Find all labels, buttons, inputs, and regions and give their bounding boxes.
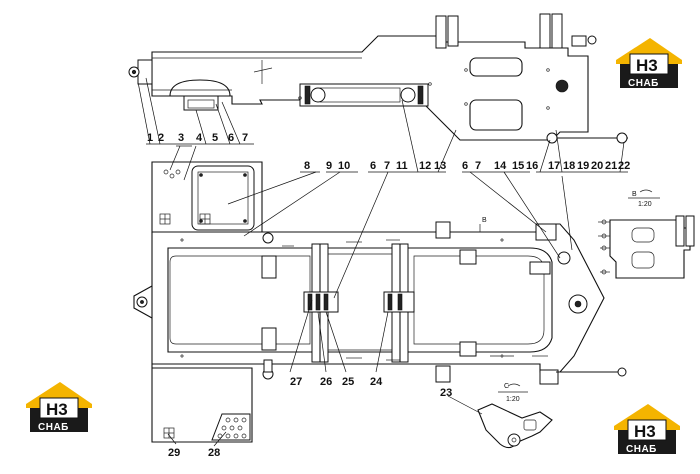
- callout-11: 11: [396, 160, 408, 172]
- callout-24: 24: [370, 376, 383, 388]
- callout-15: 15: [512, 160, 524, 172]
- view-b-scale: 1:20: [638, 201, 652, 208]
- callout-1: 1: [147, 132, 153, 144]
- callout-16: 16: [526, 160, 538, 172]
- callout-23: 23: [440, 387, 452, 399]
- svg-text:СНАБ: СНАБ: [38, 422, 69, 433]
- callout-29: 29: [168, 447, 180, 459]
- callout-28: 28: [208, 447, 220, 459]
- detail-view-b: B 1:20: [598, 189, 695, 279]
- svg-text:H3: H3: [636, 56, 658, 75]
- watermark-logo-bottom-left: H3 СНАБ: [26, 382, 92, 433]
- view-b-marker: B: [482, 217, 487, 224]
- callout-9: 9: [326, 160, 332, 172]
- leader-lines: [137, 77, 628, 447]
- callout-3: 3: [178, 132, 184, 144]
- callout-7c: 7: [475, 160, 481, 172]
- callout-7: 7: [242, 132, 248, 144]
- callout-5: 5: [212, 132, 218, 144]
- callout-6c: 6: [462, 160, 468, 172]
- callout-26: 26: [320, 376, 332, 388]
- watermark-logo-bottom-right: H3 СНАБ: [614, 404, 680, 455]
- top-side-view: [128, 13, 628, 144]
- callout-12: 12: [419, 160, 431, 172]
- callout-27: 27: [290, 376, 302, 388]
- callout-6: 6: [228, 132, 234, 144]
- svg-text:СНАБ: СНАБ: [626, 444, 657, 455]
- main-frame-view: [133, 161, 627, 443]
- watermark-logo-top-right: H3 СНАБ: [616, 38, 682, 89]
- callout-numbers: 1 2 3 4 5 6 7 8 9 10 6 7 11 12 13 6 7 14…: [147, 132, 630, 459]
- callout-8: 8: [304, 160, 310, 172]
- callout-4: 4: [196, 132, 203, 144]
- detail-view-c: C 1:20: [477, 383, 553, 449]
- callout-14: 14: [494, 160, 507, 172]
- callout-21: 21: [605, 160, 617, 172]
- callout-20: 20: [591, 160, 603, 172]
- callout-19: 19: [577, 160, 589, 172]
- view-c-label: C: [504, 383, 509, 390]
- callout-22: 22: [618, 160, 630, 172]
- callout-10: 10: [338, 160, 350, 172]
- callout-13: 13: [434, 160, 446, 172]
- svg-text:СНАБ: СНАБ: [628, 78, 659, 89]
- callout-17: 17: [548, 160, 560, 172]
- callout-7b: 7: [384, 160, 390, 172]
- callout-25: 25: [342, 376, 354, 388]
- view-b-label: B: [632, 191, 637, 198]
- callout-2: 2: [158, 132, 164, 144]
- svg-text:H3: H3: [46, 400, 68, 419]
- view-c-scale: 1:20: [506, 396, 520, 403]
- svg-text:H3: H3: [634, 422, 656, 441]
- callout-18: 18: [563, 160, 575, 172]
- callout-6b: 6: [370, 160, 376, 172]
